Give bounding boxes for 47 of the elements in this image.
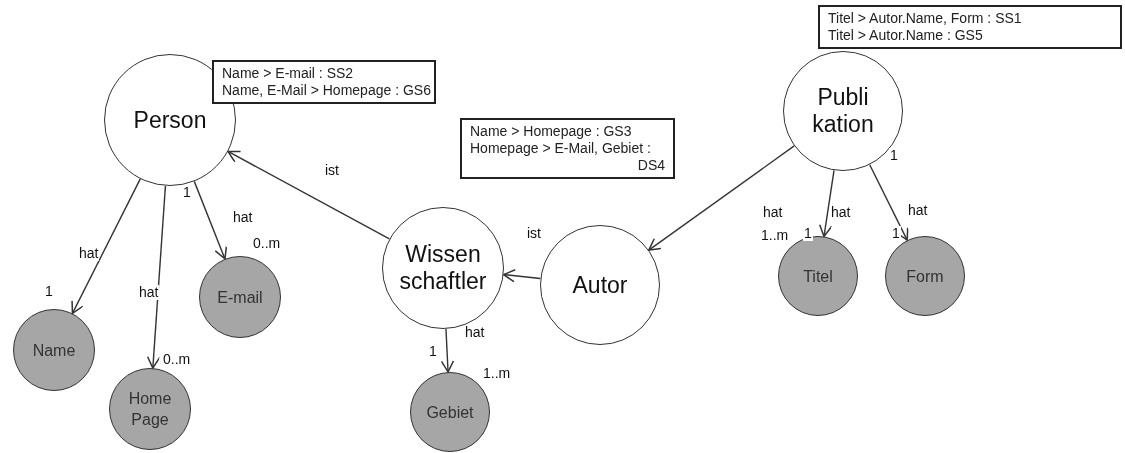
arrow — [227, 150, 391, 240]
attribute-name: Name — [31, 340, 77, 361]
multiplicity-label: 1 — [182, 185, 192, 200]
attribute-name: Gebiet — [425, 402, 475, 423]
constraint-box — [460, 118, 675, 179]
multiplicity-label: 1 — [44, 284, 54, 299]
edge-label: ist — [526, 226, 542, 241]
attribute-name: Home Page — [127, 389, 173, 430]
edge-label: hat — [762, 205, 784, 220]
edge-label: hat — [464, 325, 486, 340]
constraint-box — [212, 60, 436, 104]
edge-label: hat — [78, 246, 100, 261]
edge-label: hat — [138, 285, 160, 300]
entity-name: Publi kation — [811, 84, 875, 138]
attribute-name: Form — [905, 266, 945, 287]
entity-name: Autor — [571, 271, 629, 299]
edge-label: hat — [907, 203, 929, 218]
arrow — [193, 180, 228, 260]
entity-name: Person — [132, 106, 208, 134]
multiplicity-label: 1 — [803, 226, 813, 241]
constraint-text: Titel > Autor.Name : GS5 — [828, 27, 983, 44]
arrow — [502, 269, 542, 283]
multiplicity-label: 0..m — [252, 236, 282, 251]
constraint-text: Name > E-mail : SS2 — [222, 65, 354, 82]
multiplicity-label: 0..m — [162, 352, 192, 367]
edge-label: hat — [830, 205, 852, 220]
arrow — [146, 185, 167, 369]
arrow — [818, 169, 835, 238]
constraint-text: Homepage > E-Mail, Gebiet : DS4 — [470, 140, 665, 174]
constraint-text: Titel > Autor.Name, Form : SS1 — [828, 10, 1022, 27]
attribute-name: E-mail — [216, 287, 264, 308]
edge-label: ist — [324, 163, 340, 178]
edge-label: hat — [232, 210, 254, 225]
arrow — [71, 178, 141, 315]
arrow — [440, 328, 455, 373]
constraint-text: Name, E-Mail > Homepage : GS6 — [222, 82, 431, 99]
arrow — [648, 145, 795, 251]
multiplicity-label: 1 — [428, 344, 438, 359]
constraint-box — [818, 5, 1122, 49]
attribute-name: Titel — [802, 266, 834, 287]
multiplicity-label: 1 — [889, 148, 899, 163]
constraint-text: Name > Homepage : GS3 — [470, 123, 632, 140]
multiplicity-label: 1 — [891, 226, 901, 241]
arrow — [869, 164, 909, 241]
entity-name: Wissen schaftler — [398, 241, 488, 295]
multiplicity-label: 1..m — [760, 228, 790, 243]
multiplicity-label: 1..m — [482, 366, 512, 381]
